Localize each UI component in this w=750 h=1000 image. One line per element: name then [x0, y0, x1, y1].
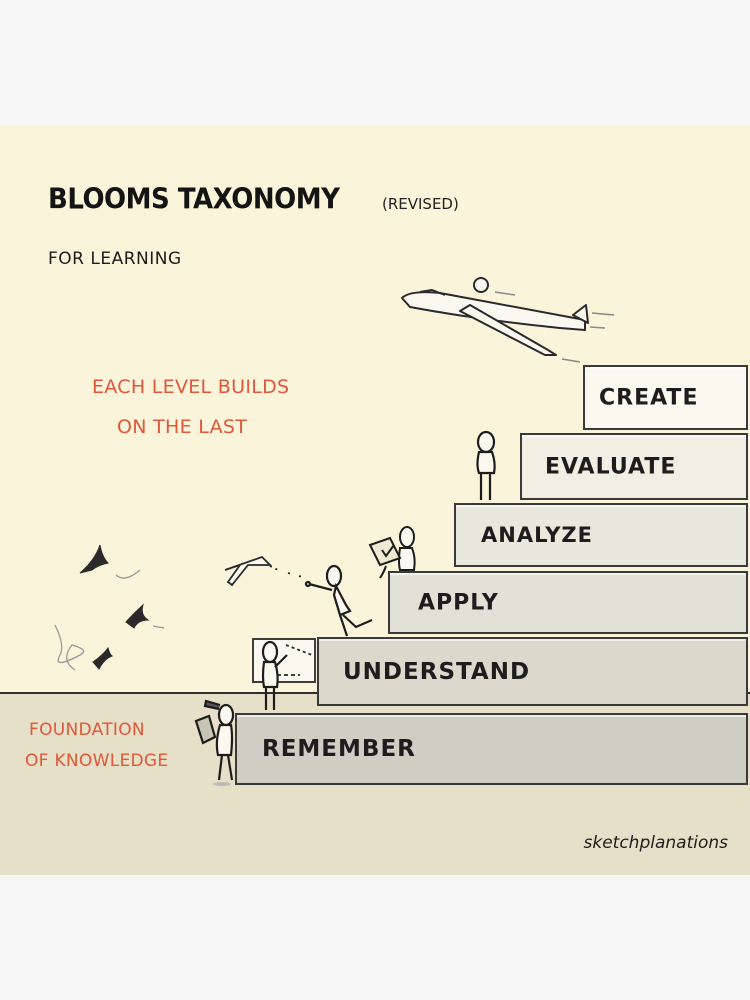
- step-label-evaluate: EVALUATE: [545, 454, 677, 479]
- glider-icon: [401, 277, 615, 363]
- birds-icon: [79, 544, 150, 670]
- step-remember: REMEMBER: [235, 713, 748, 785]
- title-qualifier: (REVISED): [382, 195, 459, 213]
- step-label-analyze: ANALYZE: [481, 523, 593, 547]
- signature: sketchplanations: [583, 833, 729, 853]
- levels-note-line-2: ON THE LAST: [117, 416, 248, 438]
- step-label-apply: APPLY: [418, 590, 499, 615]
- bird-trails-icon: [54, 569, 165, 671]
- foundation-note-line-1: FOUNDATION: [29, 720, 145, 740]
- person-standing-icon: [476, 430, 496, 500]
- step-understand: UNDERSTAND: [317, 637, 748, 706]
- levels-note-line-1: EACH LEVEL BUILDS: [92, 376, 290, 398]
- sketch-canvas: BLOOMS TAXONOMY (REVISED) FOR LEARNING E…: [0, 125, 750, 875]
- step-label-understand: UNDERSTAND: [343, 658, 531, 685]
- person-throwing-icon: [304, 564, 373, 637]
- foundation-note-line-2: OF KNOWLEDGE: [25, 751, 169, 771]
- paper-plane-icon: [224, 555, 303, 587]
- step-analyze: ANALYZE: [454, 503, 748, 567]
- whiteboard-icon: [252, 638, 316, 683]
- step-label-create: CREATE: [599, 385, 699, 410]
- step-create: CREATE: [583, 365, 748, 430]
- step-label-remember: REMEMBER: [262, 736, 416, 762]
- page-subtitle: FOR LEARNING: [48, 249, 182, 269]
- step-evaluate: EVALUATE: [520, 433, 748, 500]
- page-title: BLOOMS TAXONOMY: [48, 183, 340, 217]
- step-apply: APPLY: [388, 571, 748, 634]
